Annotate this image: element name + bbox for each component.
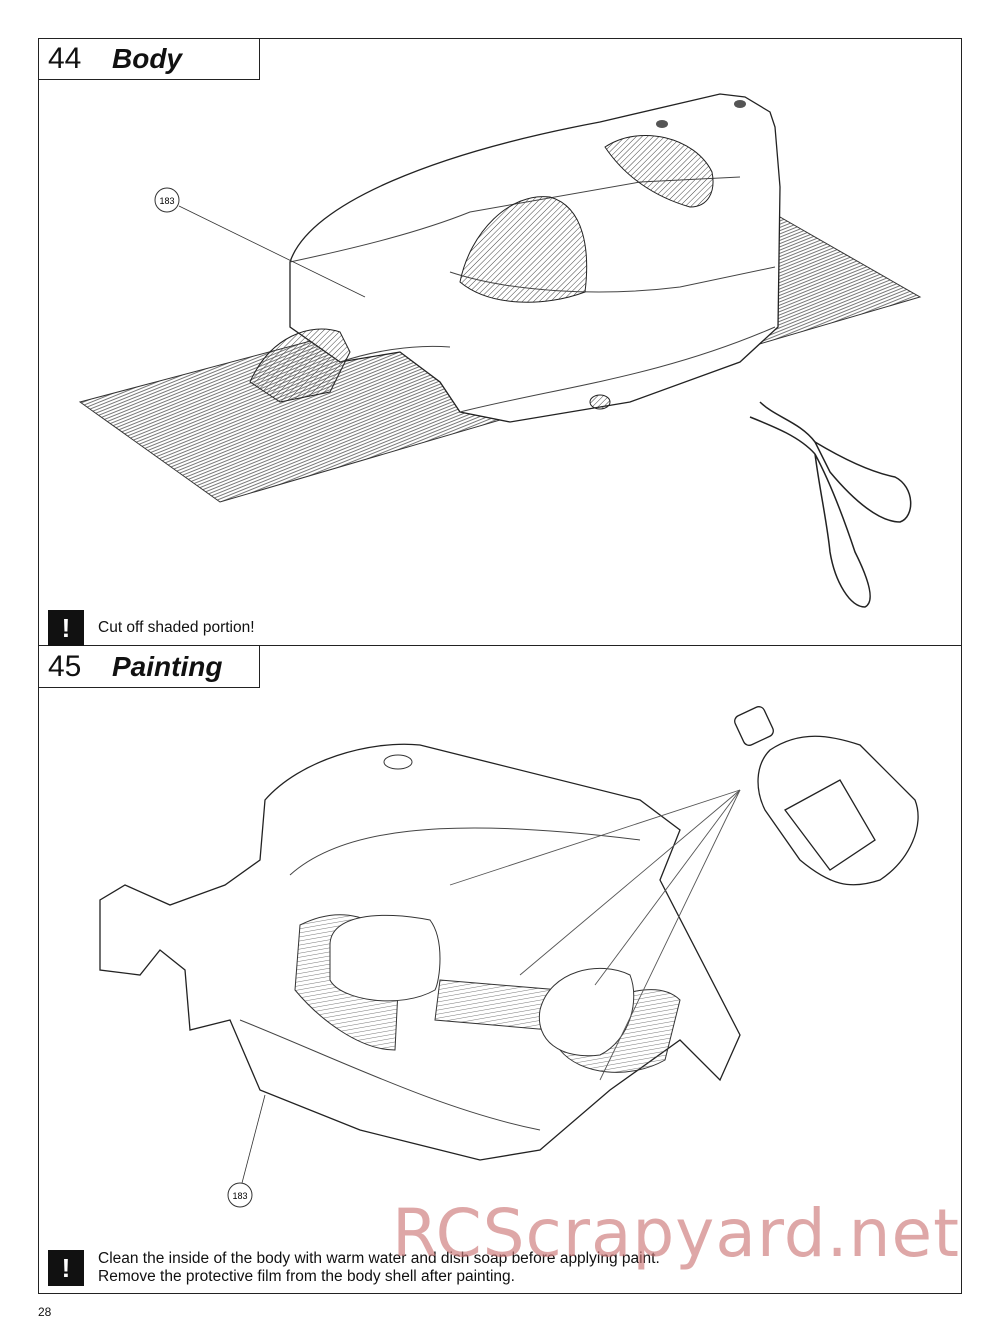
spray-can-icon [734,706,919,886]
note-line-2: Remove the protective film from the body… [98,1268,515,1285]
step-title: Painting [112,650,223,682]
step-44-header: 44 Body [38,38,260,80]
watermark: RCScrapyard.net [392,1195,960,1272]
step-45-header: 45 Painting [38,646,260,688]
part-callout: 183 [159,196,174,206]
nose-cutout [249,328,351,403]
cockpit-cutout [459,196,588,303]
warning-note: ! Cut off shaded portion! [48,610,255,646]
scissors-icon [749,401,912,608]
warning-icon: ! [48,610,84,646]
step-title: Body [112,42,182,74]
part-callout: 183 [232,1191,247,1201]
warning-icon: ! [48,1250,84,1286]
step-number: 44 [48,41,82,75]
warning-note: ! Clean the inside of the body with warm… [48,1250,660,1286]
section-divider [38,645,962,646]
body-painting-illustration: 183 [99,706,919,1208]
page-frame [38,38,962,1294]
page-number: 28 [38,1305,52,1319]
note-line-1: Clean the inside of the body with warm w… [98,1250,660,1267]
rear-cutout [604,134,714,208]
step-number: 45 [48,649,82,683]
note-text: Cut off shaded portion! [98,619,255,636]
body-cutting-illustration: 183 [78,93,922,608]
